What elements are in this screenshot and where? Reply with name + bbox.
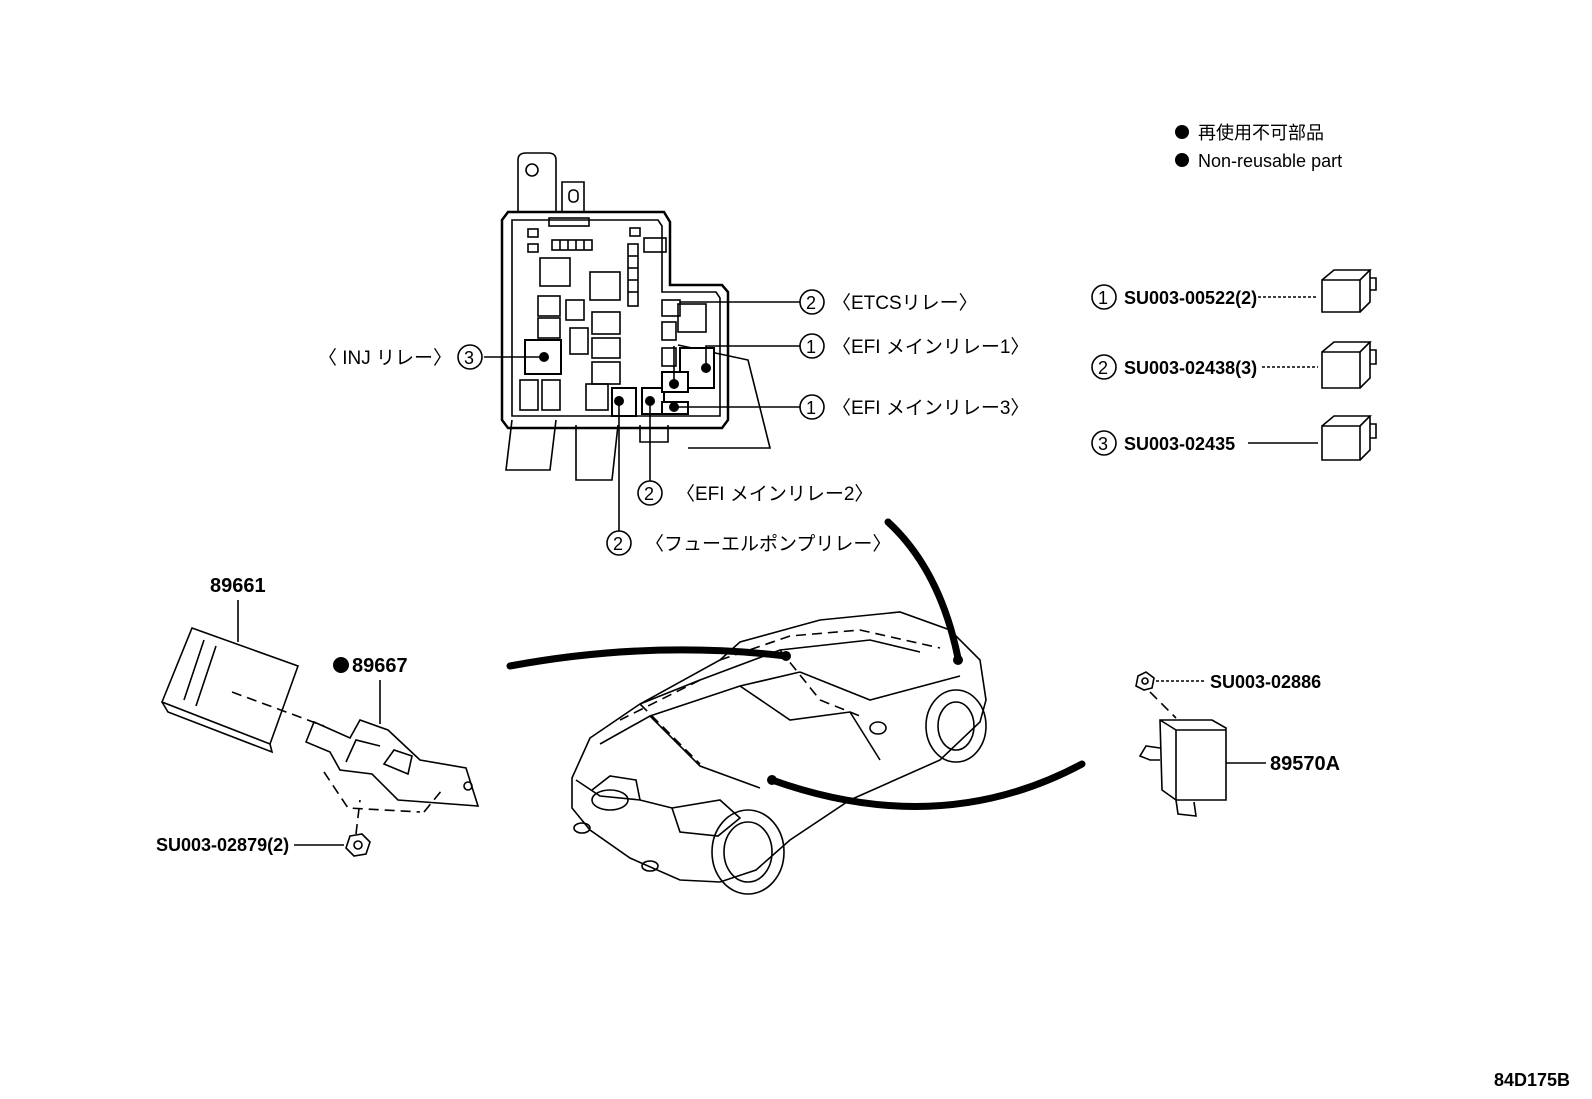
callout-number: 1	[806, 337, 816, 357]
callout-efi-main-relay-1: 1 〈EFI メインリレー1〉	[799, 333, 1029, 359]
callout-etcs-relay: 2 〈ETCSリレー〉	[799, 289, 978, 315]
callout-number: 3	[464, 348, 474, 368]
legend-jp: 再使用不可部品	[1198, 123, 1324, 143]
relay-part-number: 2	[1098, 358, 1108, 378]
non-reusable-bullet-icon	[1175, 125, 1189, 139]
callout-label: 〈ETCSリレー〉	[832, 292, 978, 314]
nut-icon	[1135, 671, 1155, 691]
vehicle-illustration	[506, 518, 1086, 895]
callout-number: 2	[613, 534, 623, 554]
part-number-su003-02879: SU003-02879(2)	[156, 835, 289, 855]
callout-label: 〈EFI メインリレー2〉	[676, 483, 873, 505]
callout-label: 〈フューエルポンプリレー〉	[645, 533, 891, 555]
relay-icon	[1321, 415, 1377, 461]
relay-part-2: 2 SU003-02438(3)	[1091, 341, 1377, 389]
relay-box-illustration	[500, 152, 772, 481]
part-number-89570a: 89570A	[1270, 753, 1340, 775]
part-number-89667: 89667	[352, 655, 408, 677]
relay-part-code: SU003-02435	[1124, 434, 1235, 454]
bracket-icon	[304, 719, 480, 813]
legend: 再使用不可部品 Non-reusable part	[1175, 123, 1342, 171]
callout-efi-main-relay-2: 2 〈EFI メインリレー2〉	[637, 480, 873, 506]
figure-id: 84D175B	[1494, 1070, 1570, 1090]
relay-part-number: 3	[1098, 434, 1108, 454]
callout-label: 〈EFI メインリレー3〉	[832, 397, 1029, 419]
relay-part-number: 1	[1098, 288, 1108, 308]
part-number-89661: 89661	[210, 575, 266, 597]
callout-label: 〈 INJ リレー〉	[318, 347, 452, 369]
relay-box-leaders	[484, 301, 800, 531]
module-89570a-assembly: SU003-02886 89570A	[1135, 671, 1340, 817]
callout-inj-relay: 3 〈 INJ リレー〉	[318, 344, 483, 370]
non-reusable-bullet-icon	[333, 657, 349, 673]
callout-number: 2	[644, 484, 654, 504]
non-reusable-bullet-icon	[1175, 153, 1189, 167]
ecu-89661-assembly: 89661 89667 SU003-02879(2)	[156, 575, 480, 857]
callout-label: 〈EFI メインリレー1〉	[832, 336, 1029, 358]
ecu-module-icon	[160, 626, 300, 754]
nut-icon	[345, 833, 371, 857]
legend-en: Non-reusable part	[1198, 151, 1342, 171]
relay-part-1: 1 SU003-00522(2)	[1091, 269, 1377, 313]
callout-number: 2	[806, 293, 816, 313]
relay-part-3: 3 SU003-02435	[1091, 415, 1377, 461]
callout-number: 1	[806, 398, 816, 418]
relay-part-code: SU003-02438(3)	[1124, 358, 1257, 378]
callout-efi-main-relay-3: 1 〈EFI メインリレー3〉	[799, 394, 1029, 420]
relay-icon	[1321, 269, 1377, 313]
relay-icon	[1321, 341, 1377, 389]
relay-part-code: SU003-00522(2)	[1124, 288, 1257, 308]
control-module-icon	[1138, 719, 1227, 817]
part-number-su003-02886: SU003-02886	[1210, 672, 1321, 692]
callout-fuel-pump-relay: 2 〈フューエルポンプリレー〉	[606, 530, 891, 556]
